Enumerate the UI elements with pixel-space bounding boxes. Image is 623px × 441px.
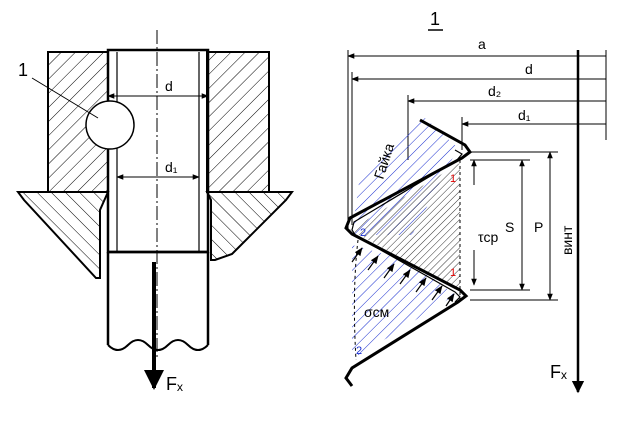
label-force-left: Fₓ xyxy=(166,374,183,394)
marker-blue-lower: 2 xyxy=(356,345,362,357)
label-p: P xyxy=(534,219,543,235)
nut-right-block xyxy=(206,51,270,193)
label-force-right: Fₓ xyxy=(550,362,567,382)
left-view: 1 d d₁ Fₓ xyxy=(16,30,294,394)
label-d-right: d xyxy=(525,61,533,77)
label-d-left: d xyxy=(165,78,173,94)
base-right xyxy=(205,191,294,261)
label-sigma: σсм xyxy=(364,304,389,320)
bearing-arrows xyxy=(351,247,455,307)
right-view: 1 a d d₂ d₁ винт Fₓ xyxy=(344,9,607,394)
nut-tooth-blue xyxy=(352,118,458,235)
screw-thread-hatch xyxy=(350,163,460,290)
label-d1-right: d₁ xyxy=(518,107,531,123)
base-left xyxy=(16,191,110,279)
marker-blue-upper: 2 xyxy=(360,227,366,239)
bolt-break-line xyxy=(107,339,209,351)
label-d2: d₂ xyxy=(488,83,501,99)
label-s: S xyxy=(505,219,514,235)
label-1-left: 1 xyxy=(18,60,28,80)
thread-profile-inner xyxy=(351,149,463,303)
thread-root-dashed-left xyxy=(353,239,359,361)
label-a: a xyxy=(478,36,486,52)
title-right: 1 xyxy=(430,9,440,29)
bolt-shank xyxy=(106,48,210,254)
nut-tooth-blue-lower xyxy=(352,245,455,355)
marker-red-lower: 1 xyxy=(450,267,456,279)
marker-red-upper: 1 xyxy=(450,173,456,185)
detail-circle xyxy=(85,100,135,150)
label-screw: винт xyxy=(559,225,575,255)
label-tau: τср xyxy=(478,229,499,245)
leader-1 xyxy=(31,77,99,119)
label-d1-left: d₁ xyxy=(165,159,178,175)
